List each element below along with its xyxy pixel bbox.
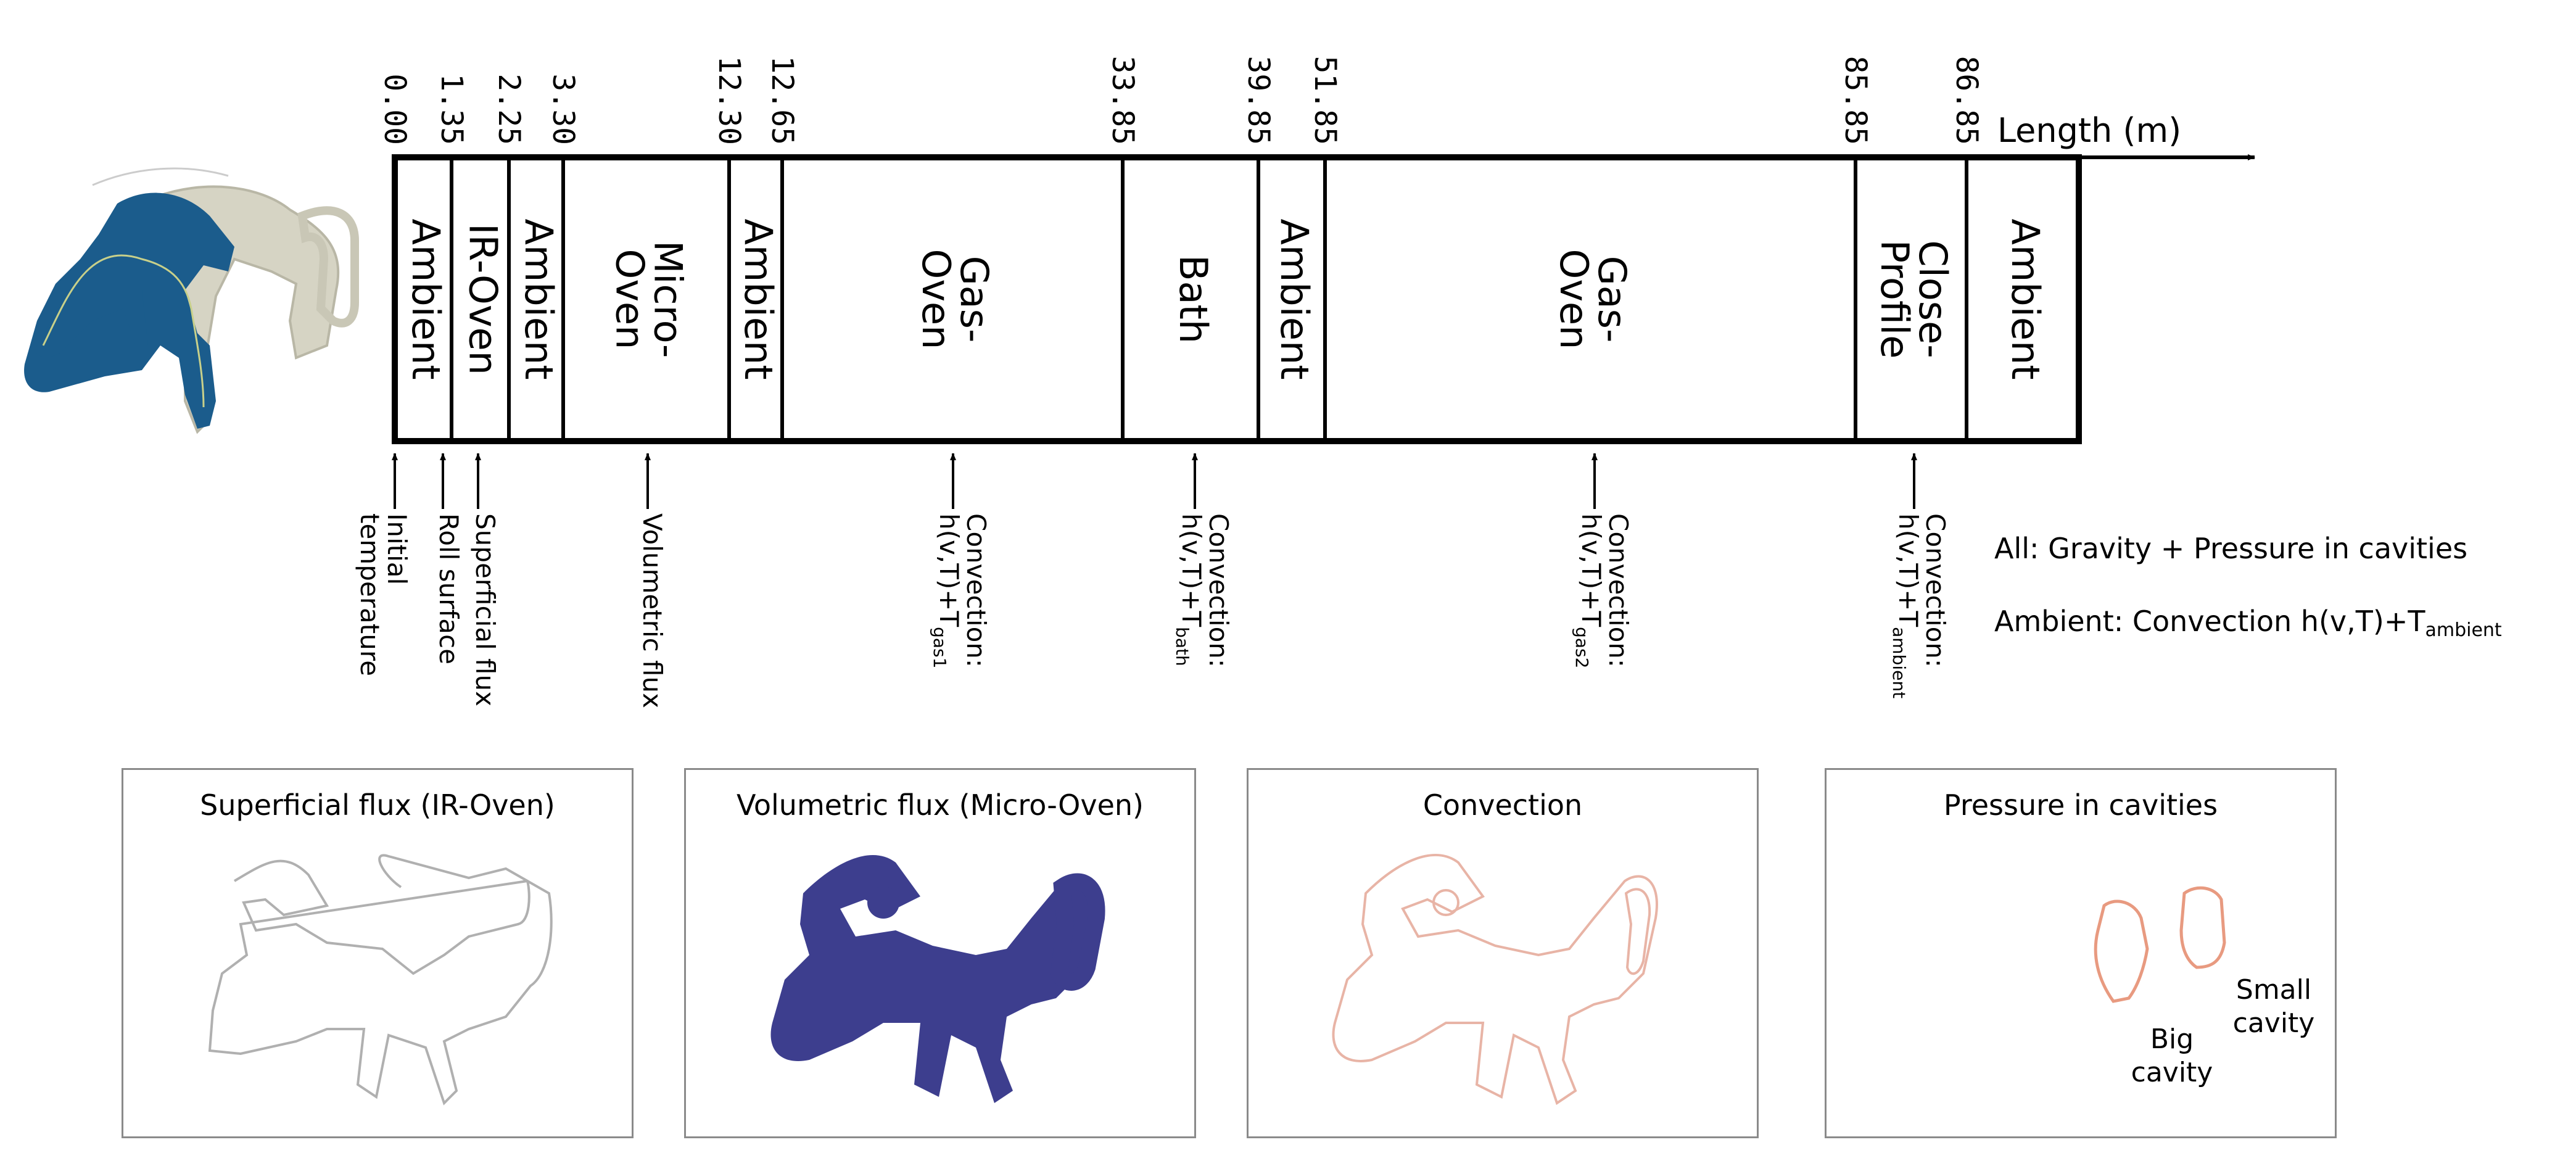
segment-label: Bath [1171, 255, 1216, 344]
segment-label: Micro- [645, 241, 690, 358]
segment-label: Ambient [2003, 218, 2048, 379]
position-tick-labels: 0.00 1.35 2.25 3.30 12.30 12.65 33.85 39.85 51.8… [378, 56, 1984, 146]
segment-label: Oven [914, 249, 959, 350]
panel-convection: Convection [1247, 768, 1759, 1138]
segment-label: Oven [607, 249, 652, 350]
segment-label: Gas- [952, 256, 997, 343]
segment-dividers [450, 157, 1968, 441]
boundary-condition-subscript: ambient [1889, 627, 1909, 698]
segment-label: Oven [1551, 249, 1596, 350]
profile-body-arm [36, 290, 148, 357]
boundary-condition-label: Convection: [1920, 513, 1951, 668]
segment-label: Ambient [516, 218, 561, 379]
note-ambient-text: Ambient: Convection h(v,T)+T [1994, 605, 2425, 638]
position-tick-label: 12.30 [712, 56, 746, 146]
boundary-condition-label: Convection: [1203, 513, 1234, 668]
boundary-condition-label: h(v,T)+Tgas2 [1572, 513, 1606, 668]
boundary-condition-label: temperature [355, 513, 385, 676]
position-tick-label: 33.85 [1105, 56, 1140, 146]
process-band [392, 154, 2082, 444]
profile-top-arc [92, 167, 229, 186]
boundary-condition-label: Superficial flux [470, 513, 500, 706]
segment-label: Close- [1910, 240, 1955, 358]
boundary-condition-label: Convection: [1603, 513, 1633, 668]
convection-outline [1332, 854, 1658, 1106]
position-tick-label: 2.25 [492, 73, 526, 145]
panel-volumetric-flux: Volumetric flux (Micro-Oven) [684, 768, 1196, 1138]
segment-label: Ambient [1272, 218, 1317, 379]
boundary-condition-label: Initial [382, 513, 412, 585]
segment-label: Gas- [1590, 256, 1635, 343]
position-tick-label: 51.85 [1308, 56, 1342, 146]
boundary-condition-label: h(v,T)+Tambient [1889, 513, 1923, 698]
note-ambient: Ambient: Convection h(v,T)+Tambient [1994, 605, 2502, 641]
note-ambient-sub: ambient [2425, 619, 2502, 641]
panel-superficial-flux: Superficial flux (IR-Oven) [122, 768, 634, 1138]
panel-title: Convection [1422, 788, 1583, 822]
position-tick-label: 86.85 [1949, 56, 1984, 146]
panel-title: Pressure in cavities [1943, 788, 2218, 822]
position-tick-label: 39.85 [1241, 56, 1276, 146]
panel-title: Volumetric flux (Micro-Oven) [736, 788, 1144, 822]
cavities-outline [2094, 886, 2226, 1003]
position-tick-label: 0.00 [378, 73, 412, 145]
boundary-condition-subscript: gas2 [1572, 627, 1592, 668]
note-all: All: Gravity + Pressure in cavities [1994, 532, 2468, 565]
profile-seal-loop [297, 206, 359, 328]
axis-label: Length (m) [1997, 111, 2181, 150]
boundary-condition-subscript: gas1 [930, 627, 950, 668]
boundary-condition-label: h(v,T)+Tgas1 [930, 513, 964, 668]
small-cavity-label: Small cavity [2232, 974, 2315, 1039]
segment-label: Profile [1872, 240, 1917, 359]
panel-pressure-in-cavities: Pressure in cavities Big cavity Small ca… [1825, 768, 2337, 1138]
boundary-condition-label: h(v,T)+Tbath [1172, 513, 1207, 666]
superficial-flux-outline [208, 854, 553, 1106]
segment-label: IR-Oven [460, 223, 505, 375]
panel-title: Superficial flux (IR-Oven) [200, 788, 555, 822]
volumetric-flux-shape [770, 855, 1105, 1103]
boundary-condition-label: Volumetric flux [637, 513, 667, 708]
boundary-condition-label: Convection: [961, 513, 991, 668]
position-tick-label: 1.35 [434, 73, 469, 145]
position-tick-label: 3.30 [546, 73, 580, 145]
segment-label: Ambient [403, 218, 448, 379]
position-tick-label: 85.85 [1838, 56, 1873, 146]
boundary-condition-label: Roll surface [434, 513, 464, 664]
profile-centerline [42, 254, 205, 408]
big-cavity-outline [2094, 899, 2149, 1003]
big-cavity-label: Big cavity [2131, 1023, 2213, 1088]
segment-label: Ambient [736, 218, 781, 379]
position-tick-label: 12.65 [765, 56, 799, 146]
small-cavity-outline [2179, 886, 2226, 969]
boundary-condition-subscript: bath [1172, 627, 1192, 666]
profile-cross-section-image [24, 167, 359, 434]
